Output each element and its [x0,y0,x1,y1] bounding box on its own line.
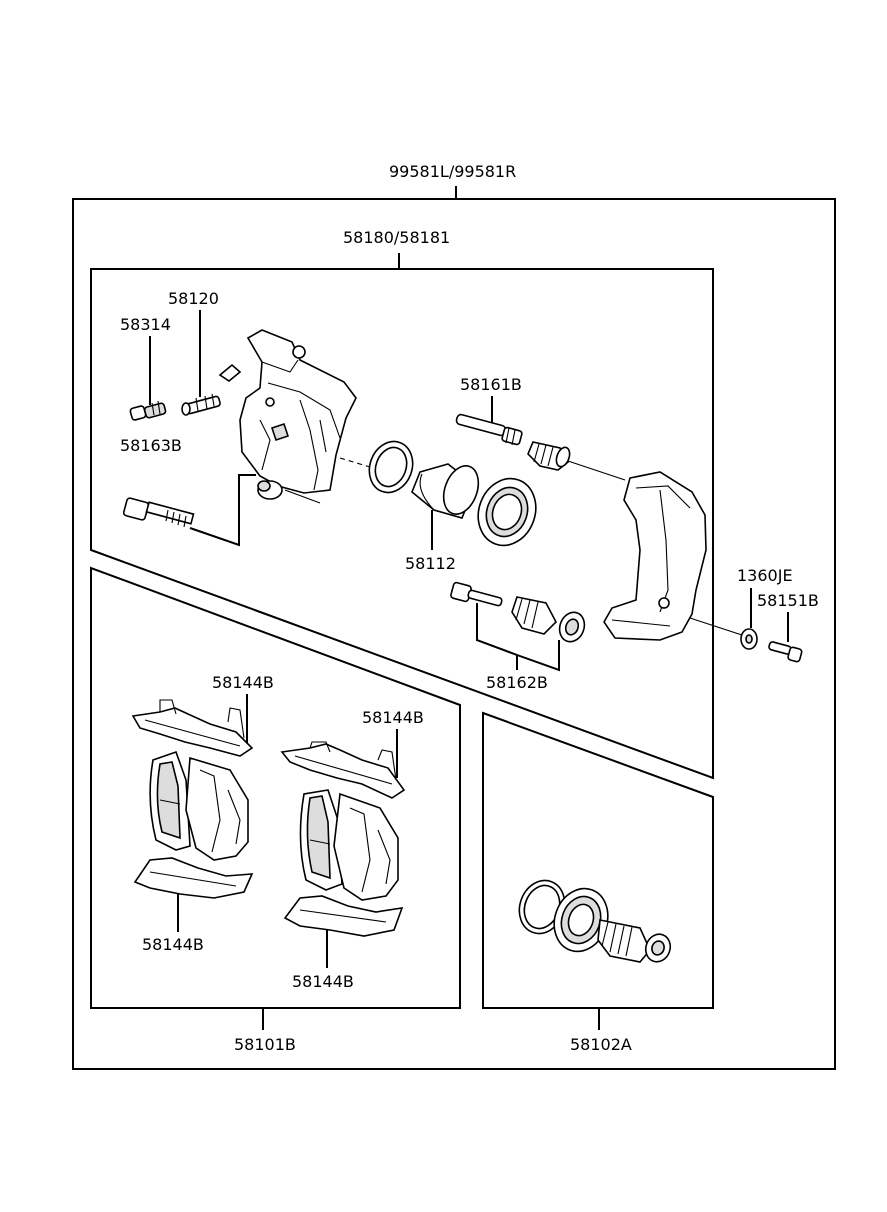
label-guide-bolt: 58163B [120,436,182,455]
anti-squeal-shim-bottom-right-part [283,895,404,937]
seal-ring-part [518,879,566,935]
label-guide-pin-162b: 58162B [486,673,548,692]
axis-line-caliper [339,457,381,471]
guide-pin-boot-161b-part [527,441,571,471]
axis-line-guide [564,459,626,481]
brake-pad-right-b-part [333,792,399,901]
label-shim-bottom-left: 58144B [142,935,204,954]
axis-line-bracket [689,617,746,637]
anti-squeal-shim-top-right-part [280,741,406,799]
label-bolt-151b: 58151B [757,591,819,610]
piston-part [411,463,480,519]
label-piston: 58112 [405,554,456,573]
brake-pad-left-a-part [149,750,191,851]
guide-pin-161b-part [455,413,523,446]
clip-part [218,363,242,382]
guide-pin-boot-162b-part [511,596,586,643]
bleeder-cap-part [129,400,167,421]
label-caliper-assembly: 58180/58181 [343,228,450,247]
dust-boot-part [553,887,609,953]
label-seal-kit: 58102A [570,1035,632,1054]
label-assembly: 99581L/99581R [389,162,516,181]
guide-pin-162b-part [450,581,503,607]
label-bleeder-screw: 58120 [168,289,219,308]
anti-squeal-shim-top-left-part [131,699,254,757]
bleeder-screw-part [181,393,221,416]
brake-pad-left-b-part [185,756,249,861]
label-shim-top-left: 58144B [212,673,274,692]
label-shim-top-right: 58144B [362,708,424,727]
bolt-151b-part [768,641,803,663]
guide-bolt-bracket [189,474,256,547]
label-bleeder-cap: 58314 [120,315,171,334]
piston-boot-part [477,477,537,547]
guide-boot-part [597,919,672,963]
guide-bolt-part [122,497,195,528]
caliper-bracket-part [603,471,707,641]
label-washer: 1360JE [737,566,793,585]
seal-kit-frame [482,711,714,1009]
assembly-frame [72,198,836,1070]
label-pad-kit: 58101B [234,1035,296,1054]
caliper-housing-part [239,329,357,500]
pad-kit-frame [90,566,461,1009]
label-shim-bottom-right: 58144B [292,972,354,991]
anti-squeal-shim-bottom-left-part [133,857,254,899]
label-guide-pin-161b: 58161B [460,375,522,394]
axis-line-lower [284,489,321,504]
caliper-assembly-frame [90,268,714,780]
brake-pad-right-a-part [299,789,343,891]
washer-part [740,628,758,650]
piston-seal-part [368,440,414,494]
